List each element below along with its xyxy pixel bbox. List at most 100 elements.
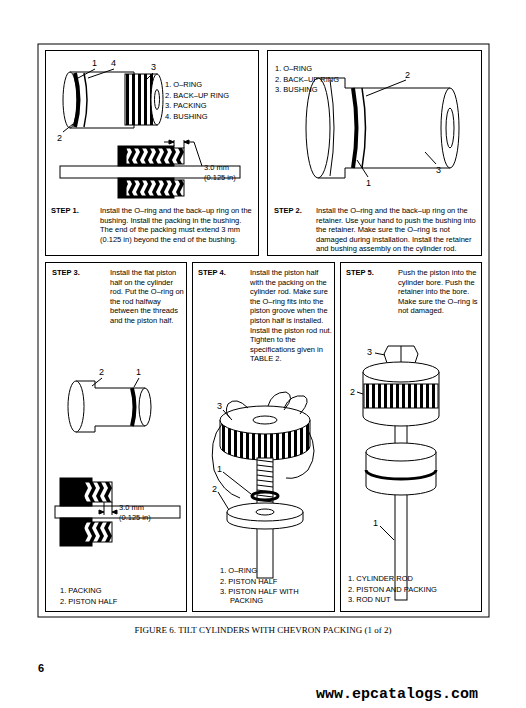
- step-number: STEP 2.: [274, 206, 316, 254]
- piston-half: [139, 388, 151, 426]
- part-name: 1. O–RING: [275, 64, 312, 73]
- leader-line: [218, 492, 229, 510]
- packing: [155, 90, 160, 110]
- retainer: [362, 88, 366, 168]
- leader-line: [92, 378, 102, 386]
- callout-number: 2: [350, 387, 355, 397]
- rod-threads: [257, 460, 273, 502]
- retainer: [446, 108, 454, 148]
- page-number: 6: [38, 660, 44, 677]
- leader-line: [92, 378, 139, 387]
- rod-threads: [257, 495, 273, 497]
- leader-line: [357, 392, 363, 394]
- retainer: [366, 470, 436, 479]
- leader-line: [357, 353, 394, 540]
- step-panel: STEP 1.Install the O–ring and the back–u…: [45, 50, 259, 256]
- callout-number: 2: [99, 367, 104, 377]
- hand: [212, 424, 240, 498]
- cylinder-rod: [395, 400, 407, 600]
- bushing: [70, 72, 134, 128]
- retainer: [306, 78, 459, 178]
- callout-number: 3: [217, 401, 222, 411]
- piston-half: [68, 381, 84, 432]
- section-view: [112, 502, 113, 515]
- callout-number: 4: [111, 58, 116, 68]
- step-text: STEP 3.Install the flat piston half on t…: [52, 268, 184, 326]
- leader-line: [366, 80, 406, 96]
- step-panel: STEP 5.Push the piston into the cylinder…: [340, 262, 482, 612]
- packing: [125, 74, 163, 125]
- part-name: (0.125 in): [204, 173, 236, 182]
- leader-line: [223, 472, 251, 494]
- bushing: [84, 73, 87, 127]
- section-view: [55, 478, 180, 546]
- section-view: [184, 140, 189, 144]
- section-view: [126, 148, 184, 164]
- o-ring: [252, 492, 278, 500]
- piston-and-packing: [363, 362, 439, 382]
- step-text: STEP 5.Push the piston into the cylinder…: [346, 268, 479, 316]
- part-name: 1. O–RING: [220, 566, 257, 575]
- retainer: [318, 78, 450, 178]
- step-text: STEP 4.Install the piston half with the …: [198, 268, 332, 364]
- part-name: 2. BACK–UP RING: [165, 91, 229, 100]
- rod-threads: [257, 480, 273, 482]
- section-view: [84, 522, 112, 542]
- callout-number: 1: [366, 178, 371, 188]
- section-view: [104, 502, 105, 515]
- retainer: [441, 88, 459, 168]
- bushing: [63, 72, 134, 128]
- retainer: [366, 443, 436, 495]
- hand: [286, 430, 314, 478]
- section-view: [84, 482, 112, 502]
- section-view: [184, 140, 185, 148]
- part-name: 3. PISTON HALF WITH PACKING: [220, 587, 330, 605]
- part-name: 1. PACKING: [60, 586, 102, 595]
- packing: [151, 74, 163, 125]
- rod-threads: [257, 475, 273, 477]
- part-name: 2. BACK–UP RING: [275, 75, 339, 84]
- retainer: [366, 443, 436, 461]
- illustration: [38, 44, 489, 617]
- section-view: [112, 510, 117, 514]
- part-name: 3. PACKING: [165, 101, 207, 110]
- step-instruction: Install the flat piston half on the cyli…: [110, 268, 184, 326]
- piston-half: [227, 503, 303, 529]
- leader-line: [63, 69, 153, 132]
- leader-line: [357, 80, 436, 177]
- o-ring: [252, 492, 278, 500]
- callout-number: 2: [405, 70, 410, 80]
- bushing: [75, 73, 79, 127]
- callout-number: 3: [436, 165, 441, 175]
- part-name: 2. PISTON HALF: [220, 577, 277, 586]
- part-name: 2. PISTON AND PACKING: [348, 585, 437, 594]
- step-instruction: Install the piston half with the packing…: [250, 268, 332, 364]
- callout-number: 1: [136, 367, 141, 377]
- rod-threads: [257, 465, 273, 467]
- section-view: [55, 506, 180, 518]
- callout-number: 1: [373, 518, 378, 528]
- step-panel: STEP 3.Install the flat piston half on t…: [45, 262, 187, 612]
- step-number: STEP 3.: [52, 268, 110, 326]
- step-number: STEP 5.: [346, 268, 398, 316]
- callout-number: 1: [217, 464, 222, 474]
- watermark: www.epcatalogs.com: [316, 686, 478, 703]
- hand: [268, 392, 291, 410]
- step-panel: STEP 4.Install the piston half with the …: [192, 262, 335, 612]
- step-text: STEP 2.Install the O–ring and the back–u…: [274, 206, 478, 254]
- part-name: (0.125 in): [119, 513, 151, 522]
- leader-line: [134, 378, 139, 387]
- callout-number: 2: [57, 133, 62, 143]
- piston-and-packing: [364, 384, 438, 408]
- callout-number: 3: [151, 62, 156, 72]
- leader-line: [357, 160, 368, 177]
- rod-threads: [257, 485, 273, 487]
- piston-half-with-packing: [253, 416, 277, 424]
- cylinder-rod: [395, 400, 407, 600]
- part-name: 1. CYLINDER ROD: [348, 574, 413, 583]
- part-name: 3. BUSHING: [275, 85, 318, 94]
- piston-half: [227, 503, 303, 521]
- leader-line: [223, 410, 232, 420]
- part-name: 2. PISTON HALF: [60, 597, 117, 606]
- retainer: [353, 88, 357, 168]
